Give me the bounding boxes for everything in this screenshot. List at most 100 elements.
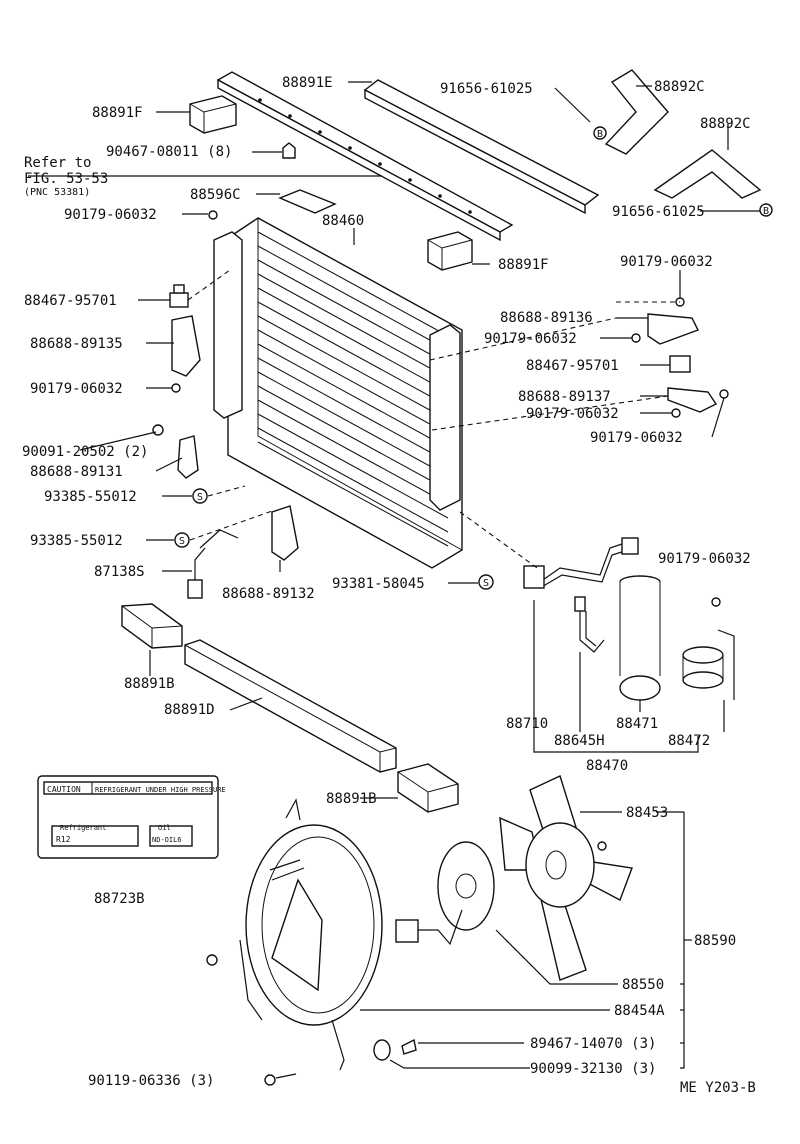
label-88472: 88472 <box>668 733 710 749</box>
condenser-fin <box>257 441 449 547</box>
label-88891E: 88891E <box>282 75 333 91</box>
bolt-90179-r2-part[interactable] <box>631 333 641 343</box>
clip-93385-b-part[interactable]: S <box>174 532 190 548</box>
condenser-fin <box>257 427 449 533</box>
condenser-fin <box>257 287 449 393</box>
label-90179-06032-r4: 90179-06032 <box>590 430 683 446</box>
clip-90467-part[interactable] <box>282 142 296 159</box>
label-88590: 88590 <box>694 933 736 949</box>
condenser-fin <box>257 329 449 435</box>
svg-text:S: S <box>483 578 489 589</box>
label-88710: 88710 <box>506 716 548 732</box>
condenser-fin <box>257 273 449 379</box>
shroud-88454A-part[interactable] <box>239 798 383 1071</box>
cushion-88467-left-part[interactable] <box>169 284 189 308</box>
condenser-fin <box>257 245 449 351</box>
fan-88453-part[interactable] <box>499 775 633 981</box>
condenser-fin <box>257 399 449 505</box>
condenser-fin <box>257 385 449 491</box>
svg-text:B: B <box>763 206 769 217</box>
condenser-fin <box>257 371 449 477</box>
pad-88596C-part[interactable] <box>278 189 337 214</box>
caution-label-88723B[interactable]: CAUTION REFRIGERANT UNDER HIGH PRESSURE … <box>37 775 226 859</box>
figure-code: ME Y203-B <box>680 1080 756 1096</box>
label-pnc-53381: (PNC 53381) <box>24 187 90 198</box>
bolt-90119-part[interactable] <box>206 954 297 1086</box>
label-90467-08011: 90467-08011 (8) <box>106 144 232 160</box>
leader-lines <box>28 81 760 1069</box>
label-88460: 88460 <box>322 213 364 229</box>
seal-88891D-part[interactable] <box>184 639 397 773</box>
condenser-fin <box>257 343 449 449</box>
label-88688-89132: 88688-89132 <box>222 586 315 602</box>
motor-88550-part[interactable] <box>395 841 495 946</box>
label-90099-32130: 90099-32130 (3) <box>530 1061 656 1077</box>
label-90179-06032-top: 90179-06032 <box>64 207 157 223</box>
label-91656-61025-right: 91656-61025 <box>612 204 705 220</box>
part-number-labels: 88891E 91656-61025 88892C 88891F 88892C … <box>22 75 756 1096</box>
bracket-88688-89137-part[interactable] <box>667 387 729 413</box>
bracket-88688-89135-part[interactable] <box>171 315 201 377</box>
clip-93381-part[interactable]: S <box>478 574 494 590</box>
seal-88891E-part[interactable] <box>363 79 600 215</box>
svg-text:S: S <box>179 536 185 547</box>
bracket-88472-part[interactable] <box>682 629 735 700</box>
label-88688-89135: 88688-89135 <box>30 336 123 352</box>
condenser-fin <box>257 301 449 407</box>
svg-text:S: S <box>197 492 203 503</box>
label-89467-14070: 89467-14070 (3) <box>530 1036 656 1052</box>
bracket-88688-89131-part[interactable] <box>177 435 199 479</box>
label-88645H: 88645H <box>554 733 605 749</box>
caution-header-right: REFRIGERANT UNDER HIGH PRESSURE <box>95 786 226 794</box>
clip-93385-a-part[interactable]: S <box>192 488 208 504</box>
corner-seal-88892C-a-part[interactable]: B <box>593 69 669 155</box>
label-88891D: 88891D <box>164 702 215 718</box>
label-88467-95701-left: 88467-95701 <box>24 293 117 309</box>
tube-88645H-part[interactable] <box>574 596 605 653</box>
condenser-fin <box>257 231 449 337</box>
label-88688-89136: 88688-89136 <box>500 310 593 326</box>
label-88891F-right: 88891F <box>498 257 549 273</box>
receiver-88471-part[interactable] <box>619 575 661 701</box>
bolt-90179-left2-part[interactable] <box>171 383 181 393</box>
bolt-90179-r3-part[interactable] <box>671 408 681 418</box>
label-88892C-b: 88892C <box>700 116 751 132</box>
seal-88891B-a-part[interactable] <box>121 603 183 649</box>
bracket-88688-89136-part[interactable] <box>647 313 699 345</box>
seal-88891B-b-part[interactable] <box>397 763 459 813</box>
label-88470: 88470 <box>586 758 628 774</box>
label-88467-95701-right: 88467-95701 <box>526 358 619 374</box>
collar-90099-part[interactable] <box>373 1039 391 1061</box>
label-93385-55012-b: 93385-55012 <box>30 533 123 549</box>
label-90119-06336: 90119-06336 (3) <box>88 1073 214 1089</box>
bolt-90179-r5-part[interactable] <box>711 597 721 607</box>
svg-text:B: B <box>597 129 603 140</box>
label-88892C-a: 88892C <box>654 79 705 95</box>
upper-retainer-part[interactable] <box>216 71 514 242</box>
seal-88891F-left-part[interactable] <box>189 95 237 134</box>
tube-88710-part[interactable] <box>523 537 639 589</box>
bolt-90091-part[interactable] <box>152 424 164 436</box>
condenser-fin <box>257 357 449 463</box>
label-93385-55012-a: 93385-55012 <box>44 489 137 505</box>
label-refer-to: Refer to <box>24 155 91 171</box>
label-93381-58045: 93381-58045 <box>332 576 425 592</box>
corner-seal-88892C-b-part[interactable]: B <box>653 149 773 217</box>
label-90091-20502: 90091-20502 (2) <box>22 444 148 460</box>
grommet-89467-part[interactable] <box>401 1038 417 1055</box>
cushion-88467-right-part[interactable] <box>669 355 691 373</box>
switch-87138S-part[interactable] <box>187 529 239 599</box>
label-87138S: 87138S <box>94 564 145 580</box>
label-90179-06032-r3: 90179-06032 <box>526 406 619 422</box>
label-90179-06032-r1: 90179-06032 <box>620 254 713 270</box>
label-88550: 88550 <box>622 977 664 993</box>
bolt-90179-top-part[interactable] <box>208 210 218 220</box>
refrigerant-title: Refrigerant <box>60 824 106 832</box>
condenser-88460-part[interactable] <box>213 217 463 569</box>
bracket-88688-89132-part[interactable] <box>271 505 299 561</box>
label-88471: 88471 <box>616 716 658 732</box>
seal-88891F-right-part[interactable] <box>427 231 473 271</box>
label-fig-53-53: FIG. 53-53 <box>24 171 108 187</box>
label-88891B-b: 88891B <box>326 791 377 807</box>
label-88891B-a: 88891B <box>124 676 175 692</box>
